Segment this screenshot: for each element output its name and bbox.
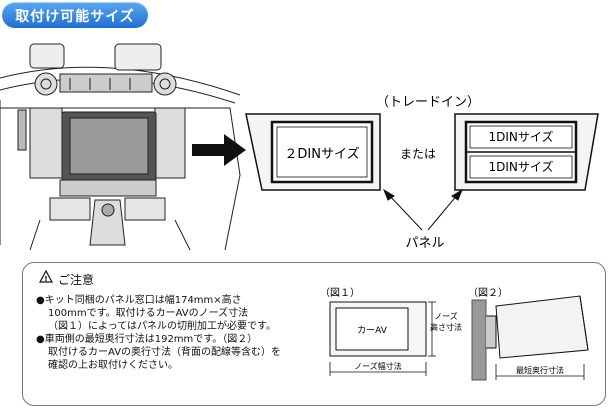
fig1-width-label: ノーズ幅寸法 [354,361,402,371]
fig1-drawing [329,301,436,376]
fig2-depth-label: 最短奥行寸法 [516,365,564,375]
din1-bottom-label: 1DINサイズ [488,159,553,174]
fig1-height-label-2: 高さ寸法 [430,322,462,332]
notes-line-6: 確認の上お取付けください。 [48,360,178,371]
section-badge-label: 取付け可能サイズ [15,9,135,25]
fig2-label: （図２） [468,287,508,299]
fig1-label: （図１） [320,287,360,299]
notes-line-1: ●キット同梱のパネル窓口は幅174mm×高さ [36,295,242,306]
notes-line-5: 取付けるカーAVの奥行寸法（背面の配線等含む）を [48,347,282,358]
panel-2din [245,113,381,191]
tradein-label: （トレードイン） [376,95,480,110]
din1-top-label: 1DINサイズ [488,129,553,144]
svg-text:!: ! [44,275,47,283]
dashboard-illustration [0,43,241,251]
notes-line-3: （図１）によってはパネルの切削加工が必要です。 [48,321,276,332]
notes-title-text: ご注意 [58,273,95,287]
fig2-drawing [471,295,589,381]
warning-icon: ! [38,269,54,283]
fig1-height-label-1: ノーズ [434,311,458,321]
arrow-right-icon [192,134,246,166]
panel-1din [454,113,599,191]
notes-line-2: 100mmです。取付けるカーAVのノーズ寸法 [48,308,249,319]
section-badge: 取付け可能サイズ [2,2,148,28]
fig1-unit-label: カーAV [357,325,388,336]
notes-title: ご注意 [58,271,94,288]
din2-label: ２DINサイズ [284,146,359,162]
panel-label: パネル [405,236,444,251]
panel-pointer [382,188,464,231]
or-label: または [400,147,436,161]
notes-line-4: ●車両側の最短奥行寸法は192mmです。（図２） [36,334,258,345]
